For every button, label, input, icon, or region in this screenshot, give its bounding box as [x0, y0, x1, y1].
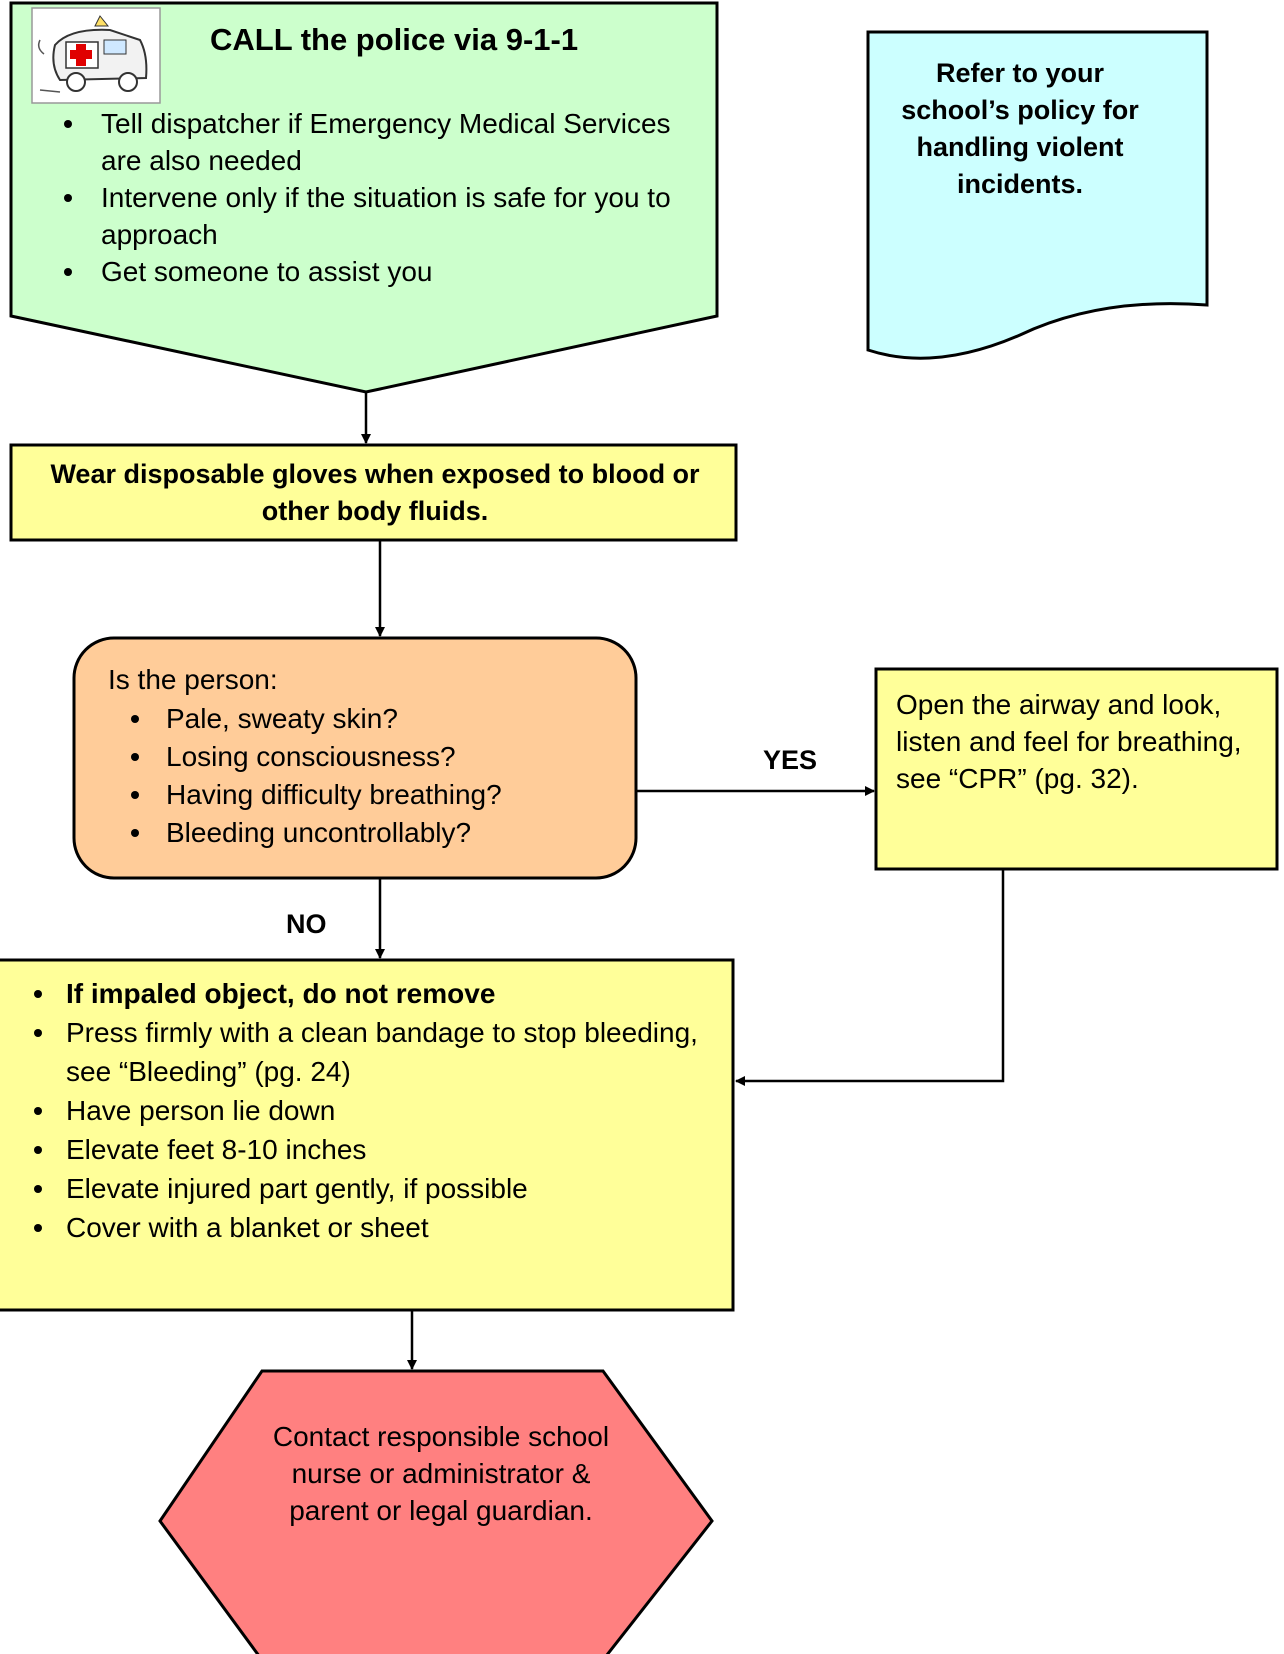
ambulance-icon — [31, 7, 161, 104]
contact-text: Contact responsible school nurse or admi… — [272, 1421, 610, 1526]
list-item: Get someone to assist you — [56, 253, 696, 290]
yes-label: YES — [763, 745, 818, 775]
list-item: Losing consciousness? — [118, 738, 502, 776]
list-item: Elevate injured part gently, if possible — [28, 1169, 728, 1208]
airway-text: Open the airway and look, listen and fee… — [896, 689, 1242, 794]
arrow-airway-to-treatment — [735, 869, 1005, 1086]
list-item: Bleeding uncontrollably? — [118, 814, 502, 852]
policy-note-shape — [866, 30, 1209, 360]
question-list: Pale, sweaty skin? Losing consciousness?… — [118, 700, 502, 852]
gloves-text: Wear disposable gloves when exposed to b… — [50, 459, 700, 526]
call-police-box — [9, 1, 719, 394]
question-box — [72, 636, 638, 880]
treatment-box — [0, 958, 735, 1312]
question-title: Is the person: — [108, 664, 278, 695]
list-item: Elevate feet 8-10 inches — [28, 1130, 728, 1169]
list-item: If impaled object, do not remove — [28, 974, 728, 1013]
list-item: Press firmly with a clean bandage to sto… — [28, 1013, 728, 1091]
contact-hexagon — [158, 1369, 714, 1654]
list-item: Intervene only if the situation is safe … — [56, 179, 696, 253]
list-item: Cover with a blanket or sheet — [28, 1208, 728, 1247]
list-item: Have person lie down — [28, 1091, 728, 1130]
treatment-list: If impaled object, do not remove Press f… — [28, 974, 728, 1247]
no-label: NO — [286, 909, 327, 939]
call-police-list: Tell dispatcher if Emergency Medical Ser… — [56, 105, 696, 290]
policy-note-text: Refer to your school’s policy for handli… — [901, 58, 1139, 199]
list-item: Having difficulty breathing? — [118, 776, 502, 814]
airway-box — [874, 667, 1279, 871]
call-police-title: CALL the police via 9-1-1 — [210, 22, 579, 57]
list-item: Pale, sweaty skin? — [118, 700, 502, 738]
gloves-box — [9, 443, 738, 542]
list-item: Tell dispatcher if Emergency Medical Ser… — [56, 105, 696, 179]
